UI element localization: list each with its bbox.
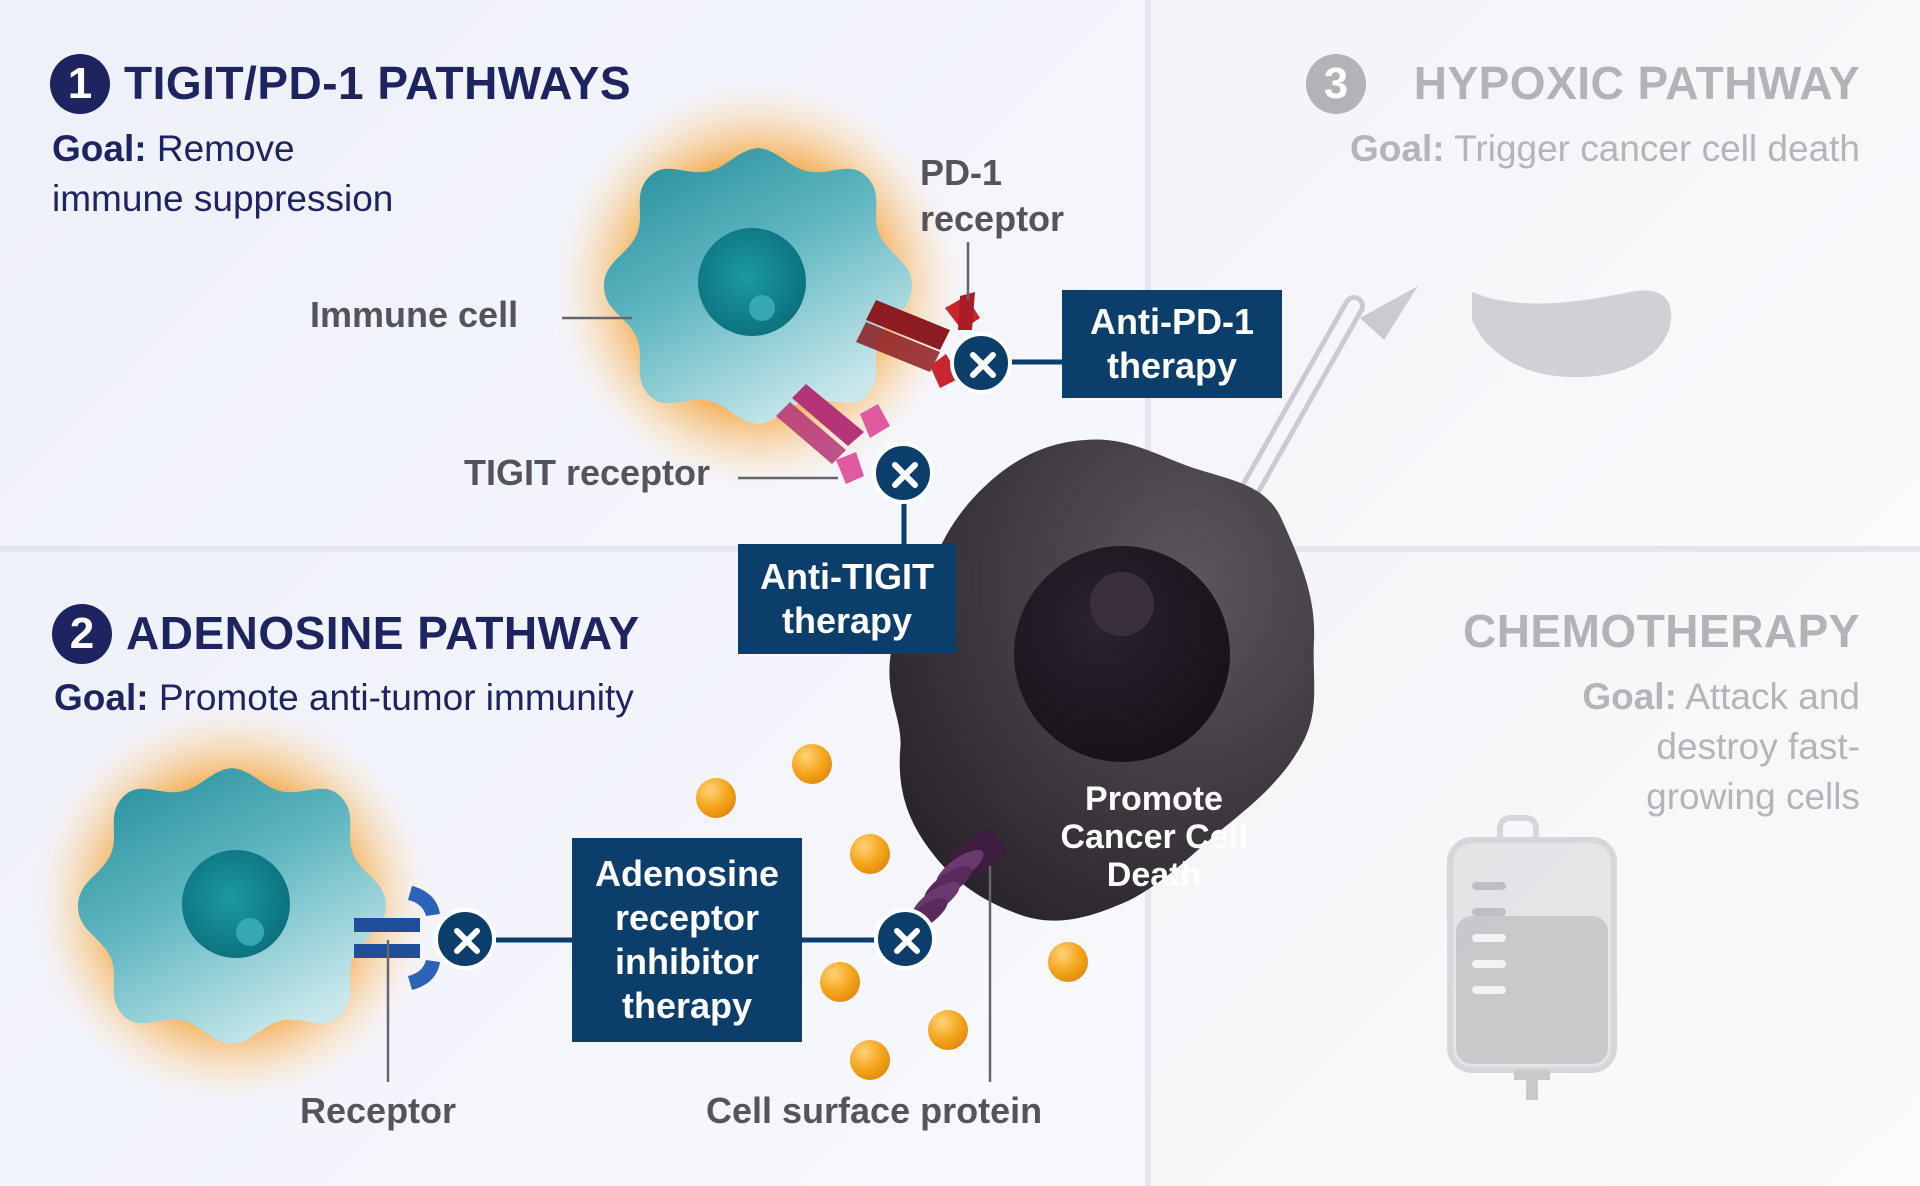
anti-pd1-therapy-box: Anti-PD-1 therapy — [1062, 290, 1282, 398]
cancer-cell-nucleus — [1014, 546, 1230, 762]
pd1-block-marker — [950, 332, 1012, 394]
goal-text-line2: destroy fast- — [1656, 726, 1860, 767]
cell-surface-protein-label: Cell surface protein — [706, 1090, 1043, 1131]
goal-label: Goal: — [1349, 128, 1445, 169]
immune-cell-nucleus — [698, 228, 806, 336]
immune-cell-2-nucleus — [182, 850, 290, 958]
adenosine-dot — [928, 1010, 968, 1050]
iv-bag-icon — [1447, 815, 1617, 1100]
cancer-caption-line3: Death — [1106, 856, 1202, 894]
cancer-caption-line2: Cancer Cell — [1060, 818, 1248, 856]
tigit-pd1-goal: Goal: Remove immune suppression — [52, 124, 393, 224]
adenosine-line3: inhibitor — [615, 941, 759, 982]
adenosine-dot — [792, 744, 832, 784]
tigit-receptor-shape — [776, 384, 890, 484]
goal-text-line3: growing cells — [1646, 776, 1860, 817]
step-number-3: 3 — [1306, 54, 1366, 114]
close-icon — [894, 928, 920, 954]
adenosine-dot — [696, 778, 736, 818]
adenosine-dot — [820, 962, 860, 1002]
adenosine-line2: receptor — [614, 897, 760, 938]
step-number-2: 2 — [52, 604, 112, 664]
close-icon — [970, 352, 996, 378]
close-icon — [454, 928, 480, 954]
step-number-1: 1 — [50, 54, 110, 114]
adenosine-line1: Adenosine — [594, 853, 780, 894]
hypoxic-goal: Goal: Trigger cancer cell death — [1350, 124, 1860, 174]
adenosine-dot — [850, 1040, 890, 1080]
adenosine-goal: Goal: Promote anti-tumor immunity — [54, 673, 634, 723]
pd1-receptor-label: PD-1 receptor — [920, 150, 1064, 242]
tigit-pd1-title: TIGIT/PD-1 PATHWAYS — [124, 57, 632, 109]
chemotherapy-title: CHEMOTHERAPY — [1462, 605, 1860, 657]
receptor-label: Receptor — [300, 1090, 457, 1131]
tigit-block-marker — [872, 442, 934, 504]
anti-tigit-line2: therapy — [781, 600, 913, 641]
goal-text-line1: Attack and — [1685, 676, 1860, 717]
immune-cell-nucleolus — [749, 295, 775, 321]
pd1-receptor-shape — [856, 292, 980, 388]
adenosine-dot — [1048, 942, 1088, 982]
adenosine-line4: therapy — [621, 985, 753, 1026]
cancer-cell-caption: Promote Cancer Cell Death — [1024, 780, 1284, 894]
dead-cell-crescent — [1472, 290, 1672, 378]
adenosine-receptor-block-marker — [434, 908, 496, 970]
cancer-cell-nucleolus — [1090, 572, 1154, 636]
goal-label: Goal: — [52, 128, 147, 169]
immune-cell-2-nucleolus — [236, 918, 264, 946]
goal-text: Promote anti-tumor immunity — [158, 677, 634, 718]
cell-surface-protein-shape — [900, 828, 1007, 935]
goal-label: Goal: — [1582, 676, 1677, 717]
anti-pd1-line2: therapy — [1106, 345, 1238, 386]
adenosine-title: ADENOSINE PATHWAY — [126, 607, 640, 659]
pd1-label-line1: PD-1 — [920, 152, 1003, 193]
chemotherapy-goal: Goal: Attack and destroy fast- growing c… — [1582, 672, 1860, 822]
cancer-caption-line1: Promote — [1085, 780, 1223, 818]
surface-protein-block-marker — [874, 908, 936, 970]
goal-text: Trigger cancer cell death — [1454, 128, 1860, 169]
goal-label: Goal: — [54, 677, 149, 718]
anti-pd1-line1: Anti-PD-1 — [1090, 301, 1254, 342]
close-icon — [892, 462, 918, 488]
pd1-label-line2: receptor — [920, 198, 1065, 239]
tigit-receptor-label: TIGIT receptor — [464, 452, 711, 493]
adenosine-molecules — [696, 744, 1088, 1080]
hypoxic-title: HYPOXIC PATHWAY — [1413, 57, 1860, 109]
anti-tigit-line1: Anti-TIGIT — [760, 556, 934, 597]
goal-text-line1: Remove — [156, 128, 295, 169]
anti-tigit-therapy-box: Anti-TIGIT therapy — [738, 544, 956, 654]
adenosine-dot — [850, 834, 890, 874]
immune-cell-label: Immune cell — [310, 294, 519, 335]
adenosine-inhibitor-therapy-box: Adenosine receptor inhibitor therapy — [572, 838, 802, 1042]
goal-text-line2: immune suppression — [52, 178, 394, 219]
